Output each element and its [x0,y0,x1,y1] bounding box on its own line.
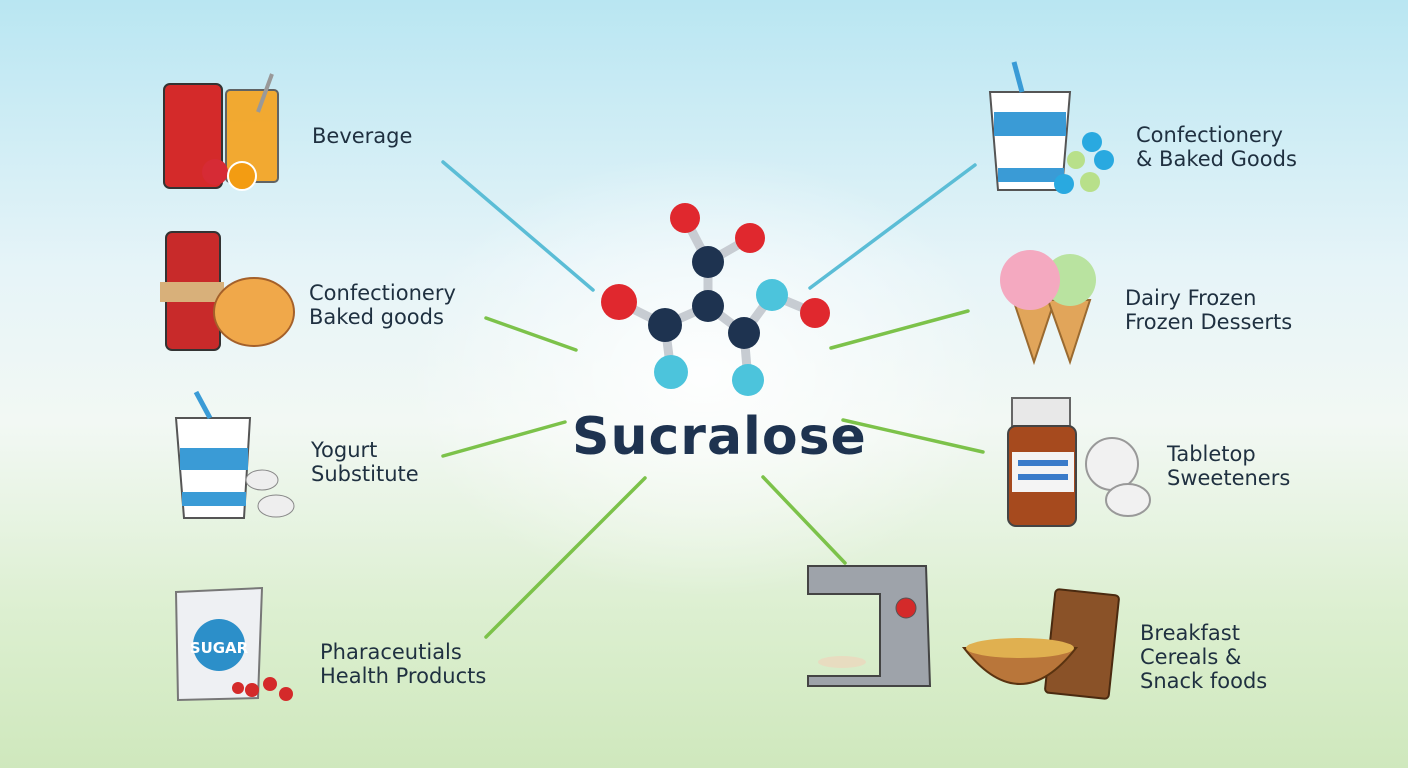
candy-bread-icon [160,231,295,351]
label-line: Dairy Frozen [1125,286,1257,310]
label-beverage: Beverage [312,124,412,148]
label-line: & Baked Goods [1136,147,1297,171]
label-line: Snack foods [1140,669,1268,693]
connector-breakfast [761,475,847,565]
page-title: Sucralose [572,407,867,467]
connector-tabletop [841,418,985,454]
label-line: Confectionery [1136,123,1283,147]
label-line: Cereals & [1140,645,1242,669]
sugar-packet-icon [174,586,293,702]
label-line: Tabletop [1167,442,1256,466]
label-line: Confectionery [309,281,456,305]
ice-cream-icon [1000,250,1096,366]
svg-text:SUGAR: SUGAR [190,639,249,657]
molecule-icon [601,203,830,396]
connector-pharma [484,476,647,639]
cereal-bowl-icon [961,588,1120,700]
connector-dairy [829,309,970,350]
machine-icon [807,565,932,687]
label-line: Frozen Desserts [1125,310,1293,334]
soda-can-juice-icon [163,73,279,191]
sugar-packet-text: SUGAR [190,639,249,657]
label-line: Sweeteners [1167,466,1291,490]
connector-yogurt [441,420,567,458]
label-line: Baked goods [309,305,444,329]
label-line: Substitute [311,462,419,486]
yogurt-cup-icon [174,390,295,519]
connector-lines [441,160,985,639]
label-confectionery-right: Confectionery& Baked Goods [1136,123,1297,171]
label-line: Yogurt [311,438,378,462]
connector-confectionery-right [808,163,977,290]
connector-beverage [441,160,595,292]
label-line: Beverage [312,124,413,148]
cup-candy-icon [988,61,1114,194]
center-glow [404,150,1004,600]
label-line: Health Products [320,664,487,688]
connector-confectionery-left [484,316,578,352]
pill-bottle-icon [1007,397,1151,527]
label-line: Pharaceutials [320,640,462,664]
label-line: Breakfast [1140,621,1240,645]
